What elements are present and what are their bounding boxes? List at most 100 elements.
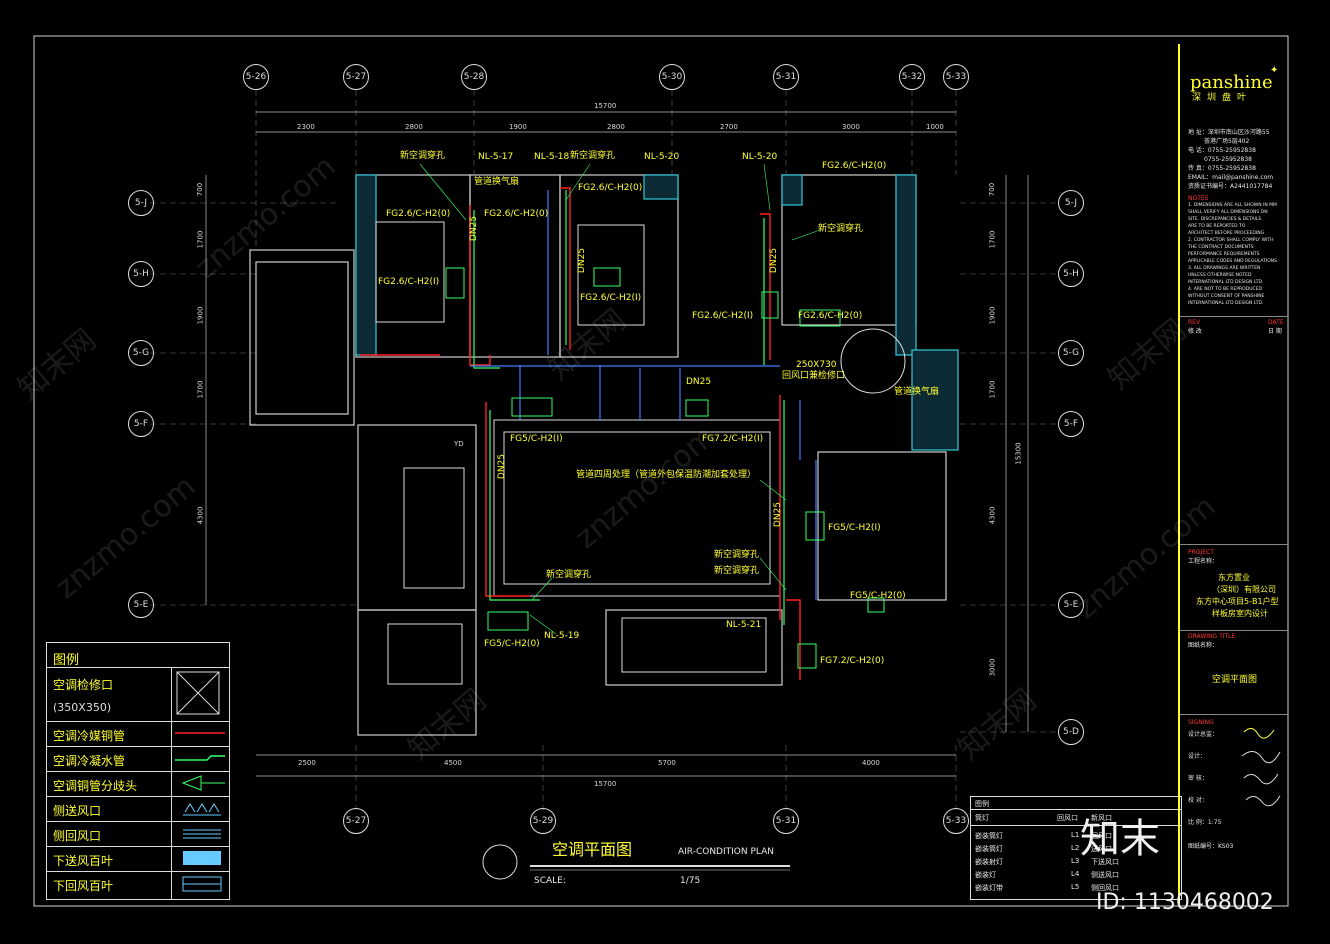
drawing-title-cn: 空调平面图: [552, 840, 633, 859]
axis-bubble: 5-28: [461, 64, 487, 90]
notes-heading: NOTES: [1188, 195, 1209, 202]
plan-label: 管道换气扇: [894, 387, 940, 397]
note-line: 4. ARE NOT TO BE REPRODUCED: [1188, 287, 1262, 292]
note-line: ARE TO BE REPORTED TO: [1188, 224, 1246, 229]
plan-label: FG2.6/C-H2(0): [386, 209, 451, 219]
company-logo-sub: 深圳盘叶: [1192, 93, 1253, 103]
note-line: UNLESS OTHERWISE NOTED: [1188, 273, 1252, 278]
axis-bubble: 5-26: [243, 64, 269, 90]
signing-row: 设计总监：: [1188, 731, 1219, 738]
plan-label: 新空调穿孔: [714, 566, 760, 576]
dimension: 1900: [509, 123, 527, 131]
plan-label: FG2.6/C-H2(I): [580, 293, 642, 303]
signing-heading: SIGNING: [1188, 719, 1214, 726]
legend2-item: 回风口: [1091, 832, 1112, 840]
axis-bubble: 5-32: [899, 64, 925, 90]
dimension: 1000: [926, 123, 944, 131]
signing-row: 审 核：: [1188, 775, 1208, 782]
note-line: PERFORMANCE REQUIREMENTS: [1188, 252, 1260, 257]
dimension: 1700: [988, 230, 997, 249]
plan-label: FG2.6/C-H2(0): [578, 183, 643, 193]
revision-heading: REV: [1188, 319, 1201, 326]
dimension: 3000: [842, 123, 860, 131]
plan-label: FG2.6/C-H2(I): [378, 277, 440, 287]
legend2-header: 回风口: [1057, 814, 1078, 822]
dimension-total-top: 15700: [594, 102, 617, 110]
date-heading: DATE: [1268, 319, 1284, 326]
client-line: 样板房室内设计: [1212, 609, 1268, 618]
company-logo: panshine: [1190, 72, 1273, 93]
legend-item-label: 侧送风口: [53, 804, 102, 818]
legend-item-label: 空调铜管分歧头: [53, 779, 138, 793]
plan-label: FG7.2/C-H2(I): [702, 434, 764, 444]
note-line: 3. ALL DRAWINGS ARE WRITTEN: [1188, 266, 1261, 271]
address-line: 荟港广场5层402: [1204, 138, 1250, 145]
drawing-name: 空调平面图: [1212, 675, 1258, 685]
legend2-code: L1: [1071, 831, 1080, 839]
signing-row: 校 对：: [1188, 797, 1208, 804]
plan-label: 新空调穿孔: [546, 570, 592, 580]
axis-bubble: 5-E: [128, 592, 154, 618]
dimension: 700: [196, 182, 205, 197]
plan-label: DN25: [769, 247, 780, 274]
axis-bubble: 5-H: [1058, 261, 1084, 287]
axis-bubble: 5-F: [1058, 411, 1084, 437]
note-line: 1. DIMENSIONS ARE ALL SHOWN IN MM: [1188, 203, 1277, 208]
dimension-total-right: 15300: [1014, 442, 1023, 465]
drawing-title-en: AIR-CONDITION PLAN: [678, 847, 774, 857]
legend-item-label: 空调检修口: [53, 678, 114, 692]
plan-label: 管道换气扇: [474, 177, 520, 187]
dimension: 1700: [988, 380, 997, 399]
note-line: APPLICABLE CODES AND REGULATIONS: [1188, 259, 1277, 264]
legend2-item: 嵌装灯带: [975, 884, 1003, 892]
axis-bubble: 5-H: [128, 261, 154, 287]
plan-label: NL-5-17: [478, 152, 514, 162]
date-label: 日 期: [1268, 328, 1282, 335]
plan-label: 新空调穿孔: [570, 151, 616, 161]
legend2-item: 嵌装筒灯: [975, 832, 1003, 840]
dimension-total-bottom: 15700: [594, 780, 617, 788]
plan-label: NL-5-20: [644, 152, 680, 162]
plan-label: 新空调穿孔: [714, 550, 760, 560]
plan-label: 新空调穿孔: [400, 151, 446, 161]
axis-bubble: 5-F: [128, 411, 154, 437]
dimension: 1900: [988, 306, 997, 325]
project-heading: PROJECT: [1188, 549, 1214, 556]
legend2-code: L3: [1071, 857, 1080, 865]
client-line: 东方中心项目5-B1户型: [1196, 597, 1279, 606]
copper-pipe-line-icon: [175, 732, 225, 734]
address-line: 资质证书编号：A2441017784: [1188, 183, 1273, 190]
dimension: 4000: [862, 759, 880, 767]
dimension: 1900: [196, 306, 205, 325]
axis-bubble: 5-27: [343, 64, 369, 90]
plan-label: 管道四周处理（管道外包保温防潮加套处理）: [576, 470, 757, 480]
axis-bubble: 5-E: [1058, 592, 1084, 618]
plan-label: FG5/C-H2(0): [850, 591, 906, 601]
address-line: 电 话：0755-25952838: [1188, 147, 1256, 154]
dimension: 4300: [988, 506, 997, 525]
note-line: 2. CONTRACTOR SHALL COMPLY WITH: [1188, 238, 1274, 243]
axis-bubble: 5-31: [773, 808, 799, 834]
note-line: INTERNATIONAL LTD DESIGN LTD.: [1188, 280, 1264, 285]
dimension: 1700: [196, 380, 205, 399]
plan-label: FG5/C-H2(0): [484, 639, 540, 649]
legend2-header: 新风口: [1091, 814, 1112, 822]
client-line: （深圳）有限公司: [1212, 585, 1276, 594]
brand-logo: 知末: [1080, 816, 1160, 862]
handwritten-signatures: [1241, 728, 1281, 807]
legend2-code: L5: [1071, 883, 1080, 891]
axis-bubble: 5-30: [659, 64, 685, 90]
revision-label: 修 改: [1188, 328, 1202, 335]
scale-label: SCALE:: [534, 876, 566, 886]
plan-label: NL-5-18: [534, 152, 570, 162]
star-icon: ✦: [1270, 65, 1279, 76]
legend-item-label: 侧回风口: [53, 829, 102, 843]
plan-label: 250X730: [796, 360, 837, 370]
note-line: THE CONTRACT DOCUMENTS: [1188, 245, 1254, 250]
axis-bubble: 5-J: [128, 190, 154, 216]
plan-label: FG2.6/C-H2(0): [798, 311, 863, 321]
legend-item-label: 空调冷凝水管: [53, 754, 126, 768]
plan-label: DN25: [577, 247, 588, 274]
dimension: 2800: [405, 123, 423, 131]
